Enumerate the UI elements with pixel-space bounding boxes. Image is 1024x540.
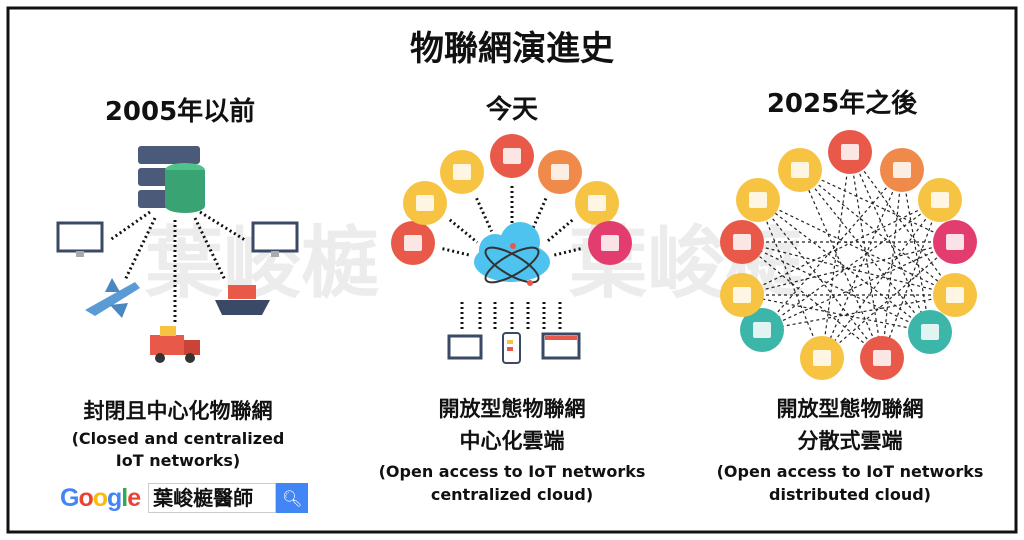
car-icon [778,148,822,192]
caption-right-en2: distributed cloud) [769,485,931,504]
solar-panel-icon [720,220,764,264]
heading-2025: 2025年之後 [767,88,918,119]
caption-left-zh: 封閉且中心化物聯網 [84,399,273,423]
gas-pump-icon [403,181,447,225]
window-icon [588,221,632,265]
car-icon [933,273,977,317]
distributed-cloud-network [720,130,977,380]
monitor-icon [251,221,299,257]
mirror-icon [908,310,952,354]
light-bulb-icon [918,178,962,222]
caption-left-en2: IoT networks) [116,451,240,470]
search-input[interactable]: 葉峻榳醫師 [148,483,277,513]
monitor-icon [56,221,104,257]
solar-panel-icon [391,221,435,265]
caption-mid-en2: centralized cloud) [431,485,593,504]
phone-icon [502,332,521,364]
search-button[interactable]: 🔍︎ [276,483,309,513]
page-title: 物聯網演進史 [410,29,614,69]
google-search-widget: Google 葉峻榳醫師 🔍︎ [60,483,309,513]
glucose-meter-icon [828,130,872,174]
window-icon [933,220,977,264]
house-icon [880,148,924,192]
light-bulb-icon [575,181,619,225]
truck-icon [150,326,200,363]
desktop-icon [541,332,581,360]
caption-right-en1: (Open access to IoT networks [717,462,984,481]
shopping-cart-icon [800,336,844,380]
glucose-meter-icon [490,134,534,178]
airplane-icon [85,278,140,318]
cloud-icon [474,222,550,286]
centralized-cloud-network [391,134,632,364]
caption-mid-en1: (Open access to IoT networks [379,462,646,481]
google-logo: Google [60,483,141,512]
solar-panel-icon [860,336,904,380]
caption-right-zh: 開放型態物聯網 [777,397,924,421]
search-icon: 🔍︎ [282,488,303,508]
house-icon [538,150,582,194]
medicine-icon [720,273,764,317]
video-call-icon [740,308,784,352]
car-icon [440,150,484,194]
heading-today: 今天 [486,94,538,125]
centralized-network [56,146,299,363]
caption-mid-zh2: 中心化雲端 [460,429,565,453]
heading-2005: 2005年以前 [105,96,255,127]
caption-left-en1: (Closed and centralized [72,429,285,448]
caption-right-zh2: 分散式雲端 [798,429,903,453]
monitor-icon [447,334,483,360]
ship-icon [215,285,270,315]
server-icon [138,146,205,213]
gas-pump-icon [736,178,780,222]
caption-mid-zh: 開放型態物聯網 [439,397,586,421]
